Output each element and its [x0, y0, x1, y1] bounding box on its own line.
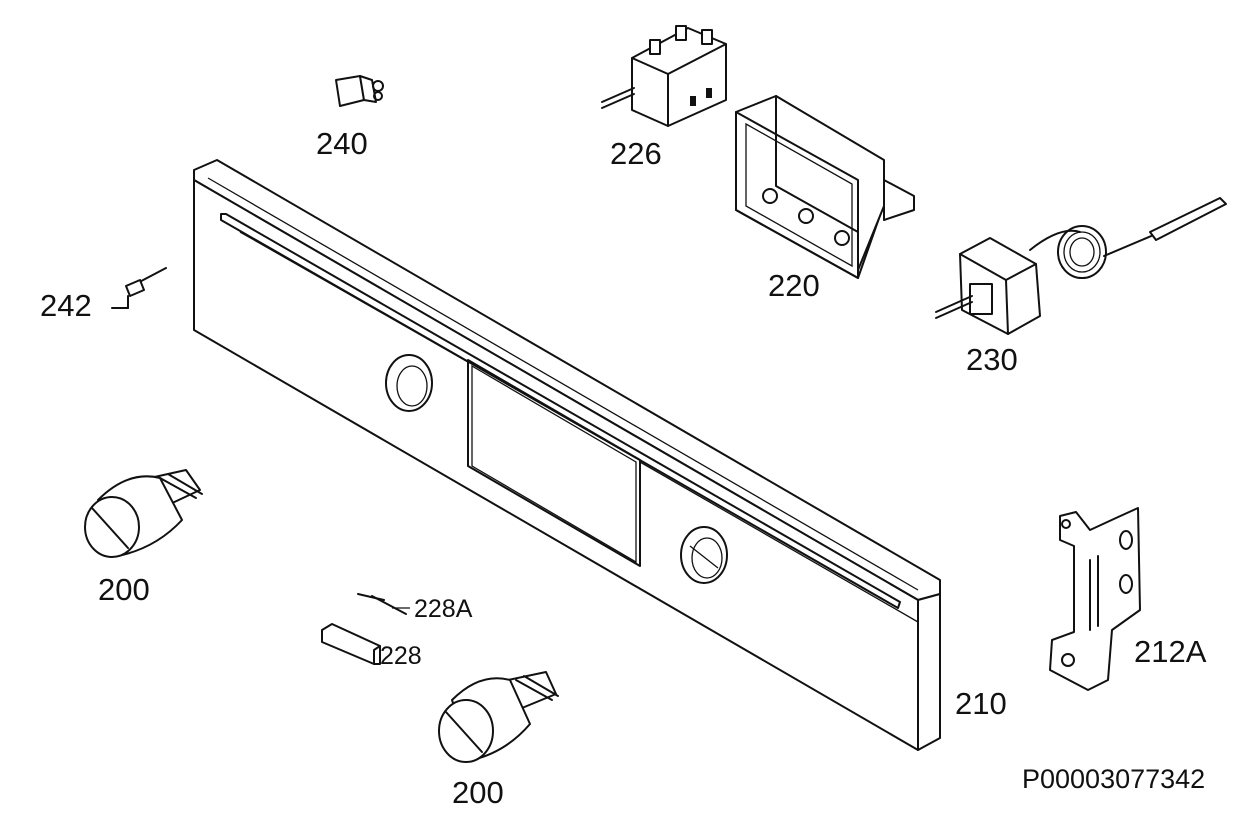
part-label-240: 240 [316, 126, 368, 161]
part-label-228: 228 [380, 642, 422, 670]
timer-part [735, 95, 915, 279]
part-label-220: 220 [768, 268, 820, 303]
part-label-212a: 212A [1134, 634, 1207, 669]
drawing-reference: P00003077342 [1022, 764, 1206, 794]
bracket-part [1049, 507, 1141, 691]
part-label-210: 210 [955, 686, 1007, 721]
part-label-230: 230 [966, 342, 1018, 377]
indicator-part [335, 75, 384, 107]
control-panel-part [193, 159, 941, 751]
lamp-holder-part [321, 623, 381, 665]
part-label-228a: 228A [414, 595, 473, 623]
part-label-200-left: 200 [98, 572, 150, 607]
part-label-226: 226 [610, 136, 662, 171]
part-label-242: 242 [40, 288, 92, 323]
knob-left-part [84, 469, 203, 558]
knob-bottom-part [438, 671, 559, 763]
selector-switch-part [601, 25, 727, 127]
part-label-200-bottom: 200 [452, 775, 504, 810]
spring-part [357, 593, 407, 615]
thermostat-part [935, 197, 1227, 335]
pilot-lamp-part [111, 267, 167, 309]
